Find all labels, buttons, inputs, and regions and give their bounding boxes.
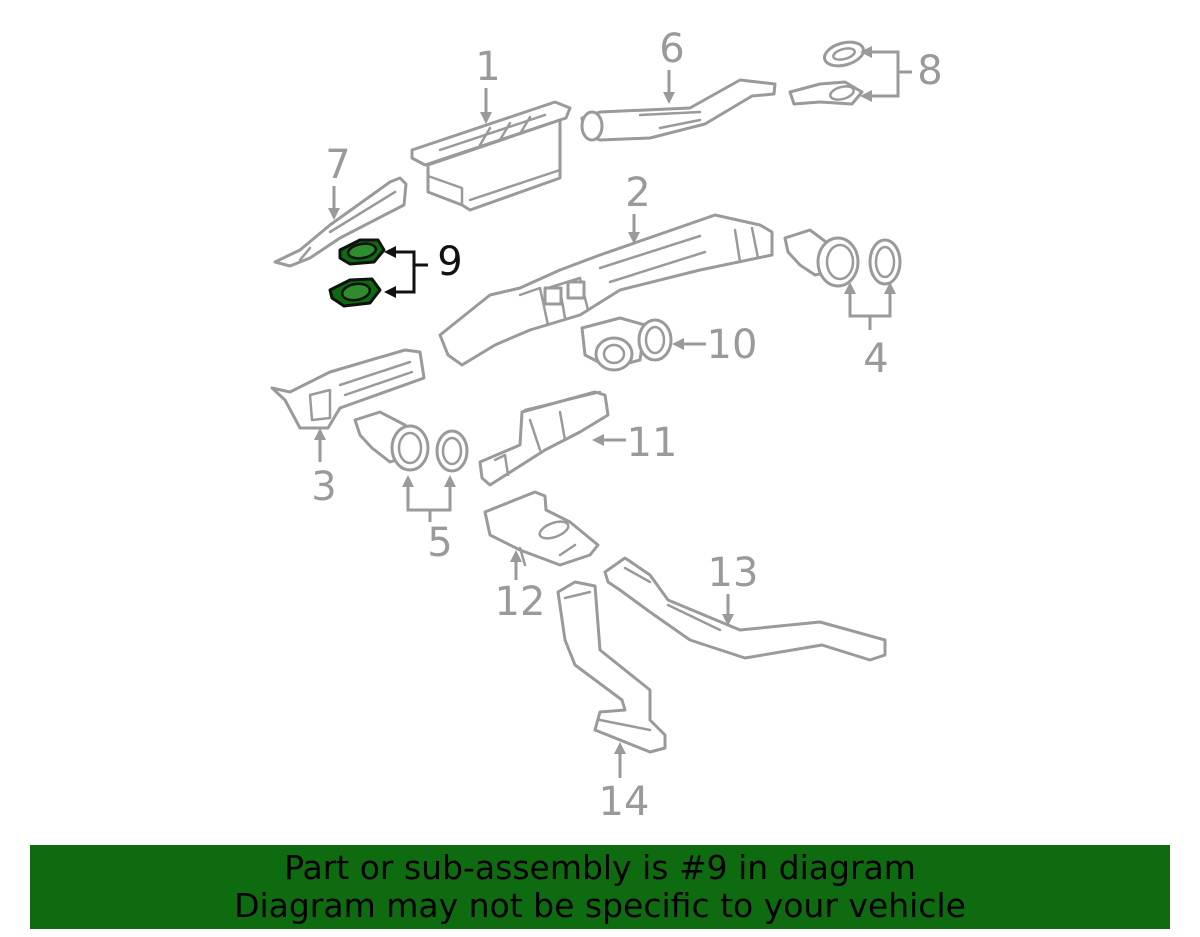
callout-9: 9 (437, 239, 462, 285)
part-13-drawing (603, 556, 887, 662)
leader-6-arrow (663, 92, 675, 104)
leader-8-arrow-a (860, 46, 872, 58)
callout-14: 14 (599, 779, 650, 825)
leader-13-arrow (722, 614, 734, 626)
part-3-drawing (270, 348, 426, 430)
callout-2: 2 (625, 170, 650, 216)
leader-4 (848, 292, 892, 330)
leader-9 (396, 250, 428, 294)
part-4-drawing (783, 228, 902, 288)
callout-10: 10 (707, 322, 758, 368)
part-2-drawing (438, 213, 774, 367)
leader-8-arrow-b (860, 90, 872, 102)
info-banner: Part or sub-assembly is #9 in diagram Di… (30, 845, 1170, 929)
callout-7: 7 (325, 142, 350, 188)
callout-12: 12 (495, 579, 546, 625)
callout-8: 8 (917, 48, 942, 94)
part-10-drawing (580, 316, 673, 372)
callout-3: 3 (311, 464, 336, 510)
banner-line-part-number: Part or sub-assembly is #9 in diagram (284, 848, 916, 887)
leader-9-arrow-a (384, 246, 396, 258)
part-9-drawing (328, 238, 386, 308)
leader-7-arrow (328, 208, 340, 220)
callout-6: 6 (659, 26, 684, 72)
part-5-drawing (353, 410, 469, 473)
part-8-drawing (788, 40, 866, 106)
leader-5 (406, 485, 452, 522)
leader-10-arrow (672, 338, 684, 350)
leader-9-arrow-b (384, 286, 396, 298)
part-1-drawing (410, 100, 572, 212)
leader-14-arrow (614, 742, 626, 754)
leader-12-arrow (510, 550, 522, 562)
callout-5: 5 (427, 520, 452, 566)
leader-4-arrow-a (844, 282, 856, 294)
leader-4-arrow-b (884, 282, 896, 294)
leader-1-arrow (480, 112, 492, 124)
callout-13: 13 (708, 550, 759, 596)
callout-11: 11 (627, 420, 678, 466)
part-14-drawing (556, 580, 667, 754)
leader-11-arrow (592, 434, 604, 446)
parts-diagram: 1 6 8 7 9 2 (270, 26, 943, 825)
leader-5-arrow-a (402, 475, 414, 487)
leader-3-arrow (314, 428, 326, 440)
callout-1: 1 (475, 44, 500, 90)
banner-line-disclaimer: Diagram may not be specific to your vehi… (234, 886, 966, 925)
part-11-drawing (478, 390, 610, 487)
part-12-drawing (483, 490, 600, 567)
callout-4: 4 (863, 336, 888, 382)
part-7-drawing (273, 176, 408, 268)
leader-8 (872, 50, 912, 98)
leader-5-arrow-b (444, 475, 456, 487)
part-6-drawing (580, 78, 777, 142)
leader-2-arrow (628, 232, 640, 244)
